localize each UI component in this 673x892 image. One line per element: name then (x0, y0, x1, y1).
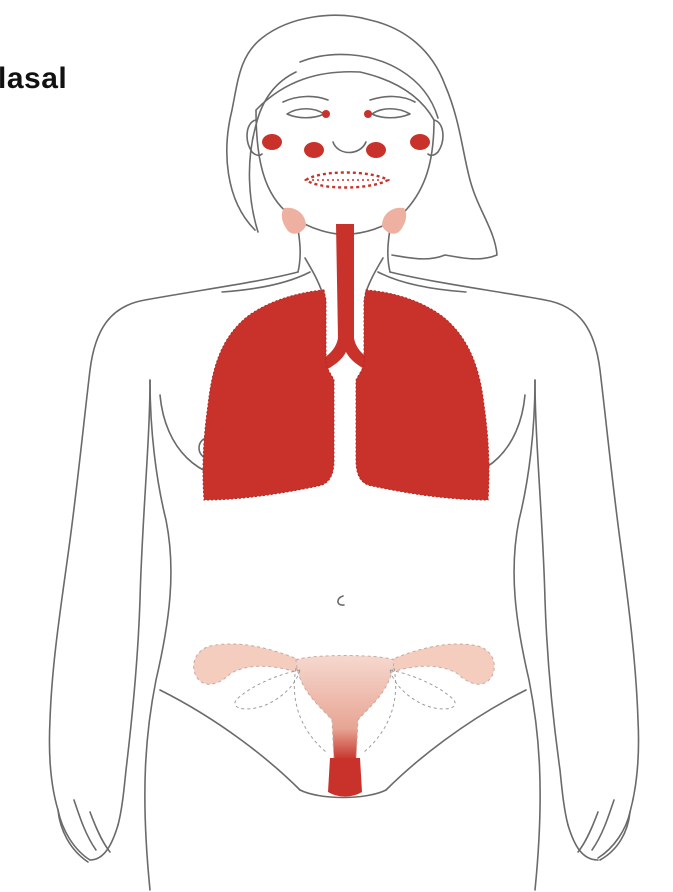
forehead-dot-left (322, 110, 330, 118)
hair-strand (300, 54, 438, 118)
forehead-dot-right (364, 110, 372, 118)
left-neck-gland (282, 208, 306, 234)
left-ear (247, 120, 262, 155)
right-eye (372, 109, 410, 118)
vagina (328, 758, 362, 797)
nostril-dot-right (366, 142, 386, 158)
right-neck-gland (382, 208, 406, 234)
ovary-right (390, 670, 455, 709)
torso-right (514, 380, 540, 890)
cheek-dot-left (262, 134, 282, 150)
right-lung (356, 290, 489, 500)
right-eyebrow (370, 96, 415, 102)
left-eyebrow (283, 96, 328, 102)
nose (333, 142, 366, 153)
groin-right (386, 690, 526, 790)
neck-tendon-right (366, 258, 383, 292)
right-arm-inner (535, 380, 568, 825)
left-collarbone (222, 272, 310, 292)
cheek-dot-right (410, 134, 430, 150)
face-outline (256, 72, 434, 235)
torso-left (145, 380, 171, 890)
neck-tendon-left (305, 258, 322, 292)
fallopian-tube-left (194, 644, 300, 684)
groin-left (160, 690, 300, 790)
fallopian-tube-right (390, 644, 494, 684)
navel (338, 596, 344, 605)
face-dots (262, 110, 430, 158)
uterus (296, 656, 394, 761)
right-ear (428, 120, 443, 155)
right-collarbone (378, 272, 466, 292)
left-hand (58, 800, 118, 862)
right-hand (568, 800, 630, 860)
ovary-left (235, 670, 300, 709)
nostril-dot-left (304, 142, 324, 158)
left-lung (203, 290, 334, 500)
left-eye (287, 109, 324, 118)
